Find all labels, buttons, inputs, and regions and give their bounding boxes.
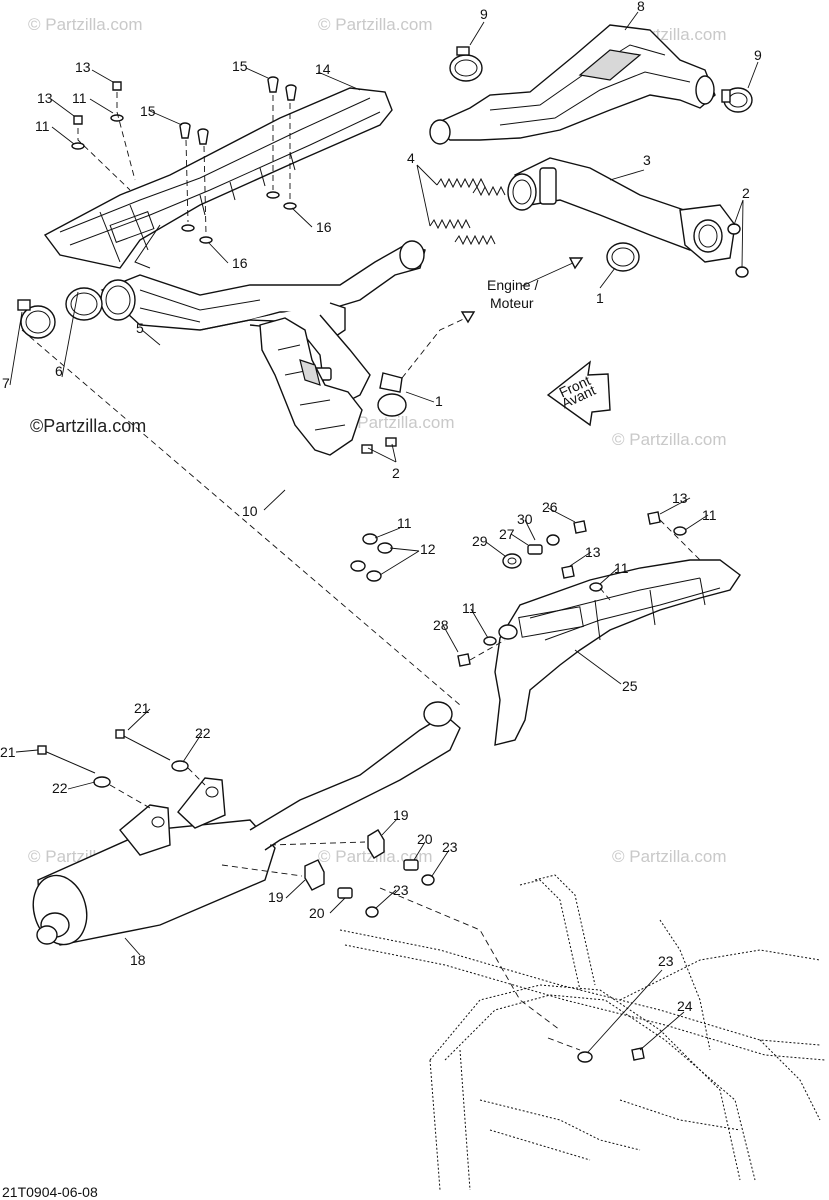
engine-label: Engine / xyxy=(487,277,538,293)
callout-11: 11 xyxy=(72,90,87,106)
nuts-2-top xyxy=(727,223,749,278)
heat-shield-14 xyxy=(43,87,393,269)
callout-2: 2 xyxy=(392,465,400,481)
callout-30: 30 xyxy=(517,511,533,527)
drawing-code: 21T0904-06-08 xyxy=(2,1184,98,1200)
callout-11: 11 xyxy=(35,118,50,134)
hardware-25-group xyxy=(457,511,701,667)
callout-27: 27 xyxy=(499,526,515,542)
callout-26: 26 xyxy=(542,499,558,515)
assembly-lines xyxy=(21,329,561,1031)
gasket-1-mid xyxy=(377,372,407,417)
callout-11: 11 xyxy=(702,507,717,523)
callout-9: 9 xyxy=(754,47,762,63)
vehicle-frame xyxy=(339,874,826,1191)
seal-6 xyxy=(65,287,103,321)
grommets-19-20-23 xyxy=(221,829,435,918)
callout-23: 23 xyxy=(658,953,674,969)
clamp-9-right xyxy=(721,87,753,113)
callout-13: 13 xyxy=(585,544,601,560)
callout-19: 19 xyxy=(393,807,409,823)
engine-reference: Engine / Moteur xyxy=(401,257,584,379)
callout-11: 11 xyxy=(462,600,477,616)
callout-11: 11 xyxy=(397,515,412,531)
hardware-13-11-left xyxy=(71,81,136,191)
callout-labels: 9 8 9 14 15 13 13 11 15 11 3 4 2 16 16 1… xyxy=(0,0,762,1014)
callout-28: 28 xyxy=(433,617,449,633)
callout-22: 22 xyxy=(195,725,211,741)
callout-5: 5 xyxy=(136,320,144,336)
callout-13: 13 xyxy=(672,490,688,506)
callout-20: 20 xyxy=(417,831,433,847)
exhaust-pipe-5 xyxy=(100,240,426,406)
watermark-brand: ©Partzilla.com xyxy=(30,416,146,436)
callout-8: 8 xyxy=(637,0,645,14)
callout-10: 10 xyxy=(242,503,258,519)
callout-1: 1 xyxy=(435,393,443,409)
muffler-18 xyxy=(32,701,461,946)
callout-7: 7 xyxy=(2,375,10,391)
leader-lines xyxy=(9,11,759,1053)
nuts-2-mid xyxy=(361,437,397,454)
watermark: © Partzilla.com xyxy=(340,413,455,432)
gasket-1-top xyxy=(606,242,640,272)
callout-4: 4 xyxy=(407,150,415,166)
hardware-15-16 xyxy=(179,76,297,244)
springs-4 xyxy=(429,177,506,246)
clamp-9-top xyxy=(449,46,483,82)
callout-11: 11 xyxy=(614,560,629,576)
exhaust-pipe-3 xyxy=(507,157,736,263)
watermark: © Partzilla.com xyxy=(612,430,727,449)
callout-20: 20 xyxy=(309,905,325,921)
front-direction-arrow: Front Avant xyxy=(546,360,611,427)
callout-23: 23 xyxy=(393,882,409,898)
callout-21: 21 xyxy=(0,744,16,760)
callout-24: 24 xyxy=(677,998,693,1014)
callout-15: 15 xyxy=(232,58,248,74)
callout-16: 16 xyxy=(316,219,332,235)
moteur-label: Moteur xyxy=(490,295,534,311)
callout-14: 14 xyxy=(315,61,331,77)
watermark: © Partzilla.com xyxy=(28,15,143,34)
watermarks: © Partzilla.com © Partzilla.com © Partzi… xyxy=(28,15,727,866)
callout-15: 15 xyxy=(140,103,156,119)
callout-21: 21 xyxy=(134,700,150,716)
exhaust-manifold-8 xyxy=(429,24,716,145)
heat-shield-10 xyxy=(259,317,363,456)
callout-19: 19 xyxy=(268,889,284,905)
callout-22: 22 xyxy=(52,780,68,796)
watermark: © Partzilla.com xyxy=(318,15,433,34)
callout-23: 23 xyxy=(442,839,458,855)
callout-16: 16 xyxy=(232,255,248,271)
callout-18: 18 xyxy=(130,952,146,968)
hardware-11-12 xyxy=(350,533,393,582)
callout-3: 3 xyxy=(643,152,651,168)
watermark: © Partzilla.com xyxy=(612,847,727,866)
callout-6: 6 xyxy=(55,363,63,379)
heat-shield-25 xyxy=(494,559,741,746)
callout-13: 13 xyxy=(75,59,91,75)
callout-13: 13 xyxy=(37,90,53,106)
callout-1: 1 xyxy=(596,290,604,306)
callout-9: 9 xyxy=(480,6,488,22)
callout-25: 25 xyxy=(622,678,638,694)
callout-29: 29 xyxy=(472,533,488,549)
clamp-7 xyxy=(17,299,56,339)
callout-12: 12 xyxy=(420,541,436,557)
callout-2: 2 xyxy=(742,185,750,201)
hardware-21-22 xyxy=(37,729,206,809)
